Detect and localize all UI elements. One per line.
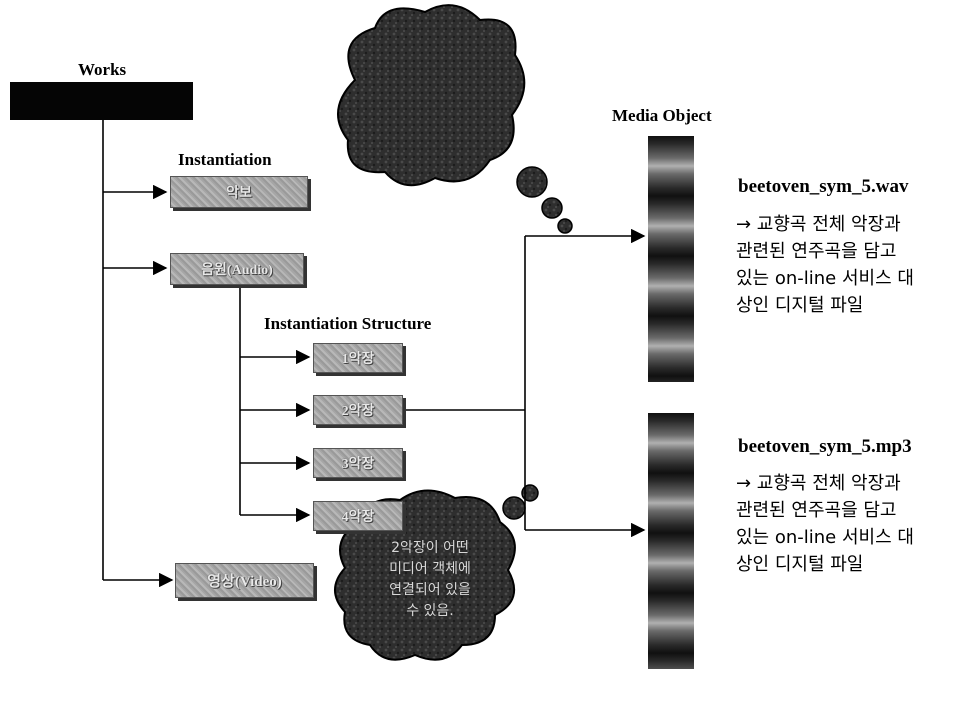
bottom-cloud-text: 2악장이 어떤 미디어 객체에 연결되어 있을 수 있음.	[389, 540, 471, 619]
media-object-label: Media Object	[612, 106, 712, 125]
instantiation-node-score[interactable]: 악보	[170, 176, 308, 208]
instantiation-structure-label: Instantiation Structure	[264, 314, 432, 333]
media-mp3-filename: beetoven_sym_5.mp3	[738, 436, 912, 457]
media-object-wav[interactable]	[648, 136, 694, 382]
bottom-thought-cloud	[334, 484, 539, 661]
media-wav-description: → 교향곡 전체 악장과 관련된 연주곡을 담고 있는 on-line 서비스 …	[736, 214, 914, 316]
media-object-mp3[interactable]	[648, 413, 694, 669]
works-box	[10, 82, 193, 120]
structure-node-movement-4[interactable]: 4악장	[313, 501, 403, 531]
top-thought-cloud	[337, 4, 573, 234]
connector-lines	[102, 120, 646, 588]
media-mp3-description: → 교향곡 전체 악장과 관련된 연주곡을 담고 있는 on-line 서비스 …	[736, 473, 914, 575]
media-wav-filename: beetoven_sym_5.wav	[738, 176, 909, 197]
instantiation-node-video[interactable]: 영상(Video)	[175, 563, 314, 598]
instantiation-node-audio[interactable]: 음원(Audio)	[170, 253, 304, 285]
structure-node-movement-3[interactable]: 3악장	[313, 448, 403, 478]
structure-node-movement-2[interactable]: 2악장	[313, 395, 403, 425]
structure-node-movement-1[interactable]: 1악장	[313, 343, 403, 373]
instantiation-label: Instantiation	[178, 150, 272, 169]
works-label: Works	[78, 60, 127, 79]
